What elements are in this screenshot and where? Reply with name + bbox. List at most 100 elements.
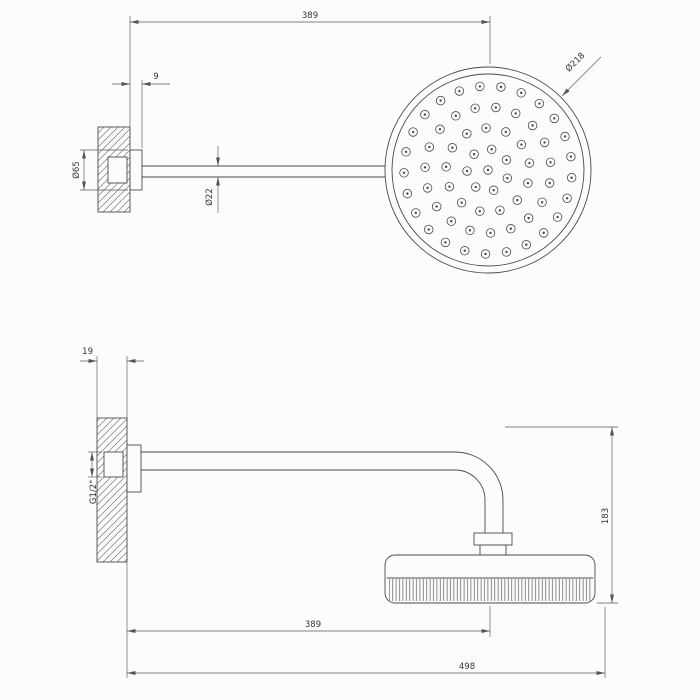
nozzle-dot	[473, 107, 477, 110]
nozzle	[501, 127, 511, 137]
nozzle	[460, 246, 470, 256]
nozzle-dot	[516, 198, 519, 202]
nozzle-dot	[463, 249, 466, 252]
dim-total-reach: 498	[127, 607, 606, 678]
connector-collar	[479, 544, 507, 556]
dim-thread: G1/2"	[88, 451, 102, 504]
nozzle-dot	[520, 143, 523, 146]
nozzle	[446, 216, 457, 226]
spray-face-hatch	[389, 579, 591, 601]
nozzle-dot	[490, 148, 493, 151]
nozzle	[462, 129, 472, 139]
dim-head-diameter: Ø218	[561, 50, 602, 97]
nozzle-dot	[474, 185, 477, 189]
nozzle-dot	[505, 158, 508, 162]
nozzle-dot	[472, 153, 476, 156]
nozzle-dot	[525, 243, 528, 246]
nozzle	[502, 173, 513, 183]
nozzle	[470, 103, 480, 114]
nozzle-dot	[526, 181, 530, 185]
nozzle-dot	[549, 161, 552, 164]
dim-arm-length-top: 389	[129, 11, 491, 148]
nozzle	[424, 142, 435, 152]
nozzle	[424, 224, 434, 235]
nozzle-dot	[548, 181, 551, 185]
dim-label-wall-thickness: 19	[82, 347, 93, 357]
nozzle	[447, 143, 458, 153]
nozzle	[480, 249, 491, 259]
dim-flange-diameter: Ø65	[71, 149, 128, 191]
flange-top	[129, 149, 143, 191]
nozzle-dot	[484, 126, 488, 130]
nozzle	[545, 157, 556, 167]
nozzle	[539, 137, 550, 148]
wall-fitting-top	[107, 156, 128, 184]
nozzle	[516, 88, 526, 98]
nozzle-dot	[454, 114, 458, 118]
nozzle-dot	[563, 135, 567, 138]
nozzle-dot	[444, 241, 447, 244]
nozzle	[488, 185, 499, 195]
head-face-inner-circle	[391, 73, 585, 267]
nozzle-dot	[569, 155, 573, 158]
nozzle-dot	[531, 124, 534, 127]
nozzle-dot	[509, 227, 513, 230]
leader-line	[561, 56, 602, 97]
nozzle	[560, 131, 570, 142]
nozzle	[523, 213, 534, 223]
nozzle-dot	[542, 231, 545, 235]
nozzle-dot	[514, 112, 517, 115]
nozzle	[483, 165, 493, 175]
nozzle	[456, 197, 467, 208]
nozzle	[538, 228, 549, 238]
nozzle-dot	[426, 186, 429, 190]
nozzle-dot	[505, 250, 508, 254]
nozzle	[485, 228, 496, 238]
nozzle	[566, 173, 577, 183]
nozzle-dot	[494, 106, 498, 109]
nozzle-pattern	[399, 81, 577, 259]
dim-label-arm-length-side: 389	[305, 620, 321, 630]
nozzle	[435, 124, 445, 134]
nozzle	[469, 149, 479, 159]
nozzle	[440, 237, 451, 248]
nozzle-dot	[427, 228, 430, 231]
nozzle-dot	[492, 189, 495, 192]
nozzle	[481, 123, 491, 133]
nozzle-dot	[448, 185, 451, 188]
nozzle-dot	[404, 150, 408, 154]
nozzle	[506, 224, 516, 234]
elbow-outer-curve	[454, 451, 504, 534]
dim-wall-thickness: 19	[80, 347, 144, 443]
wall-fitting-side	[103, 451, 124, 478]
dim-label-arm-length-top: 389	[302, 11, 318, 21]
dim-label-flange-depth: 9	[153, 72, 158, 82]
nozzle-dot	[499, 85, 503, 89]
flange-side	[126, 444, 142, 493]
nozzle-dot	[450, 220, 453, 223]
nozzle	[566, 151, 576, 162]
connector-nut	[473, 532, 513, 546]
nozzle	[523, 178, 533, 188]
nozzle-dot	[439, 99, 442, 102]
nozzle	[471, 182, 481, 192]
dim-drop-height: 183	[505, 426, 618, 604]
nozzle-dot	[458, 89, 461, 93]
nozzle	[524, 158, 535, 168]
nozzle-dot	[556, 215, 559, 219]
nozzle-dot	[465, 132, 468, 135]
nozzle	[534, 98, 545, 109]
nozzle-dot	[406, 192, 409, 195]
nozzle	[549, 113, 559, 124]
nozzle	[451, 111, 461, 121]
nozzle-dot	[538, 102, 541, 105]
nozzle-dot	[543, 141, 546, 144]
dim-label-head-diameter: Ø218	[563, 50, 587, 74]
nozzle	[512, 195, 522, 205]
nozzle	[408, 127, 418, 137]
dim-flange-depth: 9	[112, 72, 170, 148]
nozzle	[516, 139, 527, 150]
nozzle-dot	[527, 216, 530, 220]
